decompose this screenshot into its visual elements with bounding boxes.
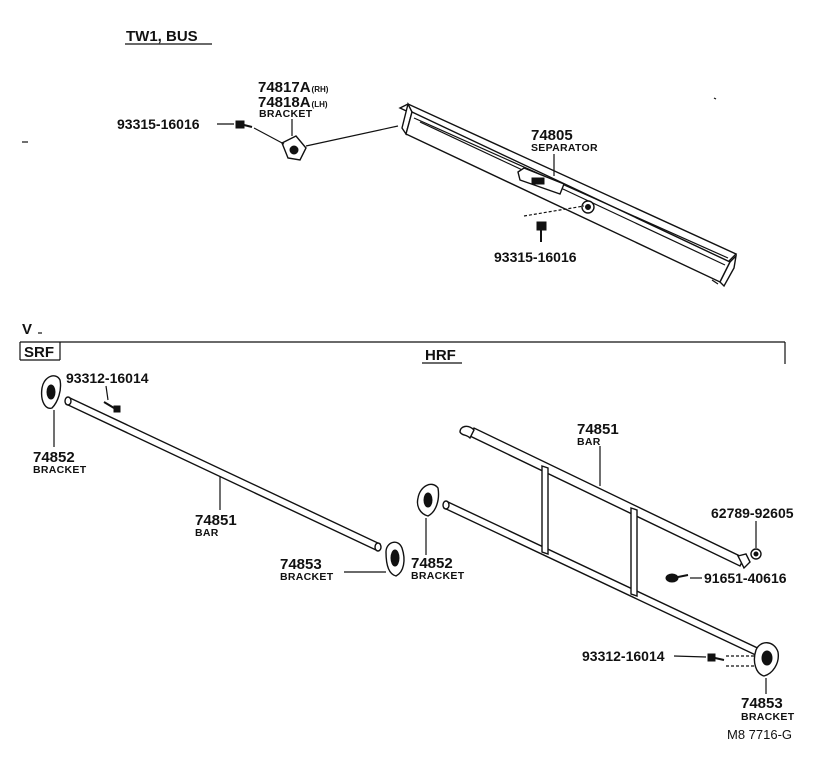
srf-section: SRF 74852 BRACKET 93312-16014 74851 BAR [19,341,405,583]
srf-bar-74851 [64,396,382,552]
bracket-lh-part-number: 74818A(LH) [258,94,328,111]
hrf-bar-rung-2 [630,507,638,597]
srf-bolt-93312-head [113,405,121,413]
hrf-bar-upper-rail-end [736,553,751,570]
stray-mark-top-right [713,97,717,100]
separator-rail-edge [413,117,729,259]
hrf-bracket-74852-number: 74852 [411,555,453,572]
hrf-grommet-91651-head [665,573,679,583]
srf-bracket-74853-hole [390,549,400,567]
hrf-bracket-74852 [416,483,440,517]
hrf-bar-74851 [442,425,768,659]
bolt-93315-left [235,120,253,129]
srf-bolt-93312-shank [103,401,115,409]
hrf-grommet-91651 [665,573,689,583]
separator-clip-slot [531,177,545,185]
separator-name-label: SEPARATOR [531,142,598,154]
hrf-bar-rung-1 [541,465,549,555]
separator-rail-groove [419,121,726,266]
bracket-74817a [281,135,307,161]
separator-rail-tip [711,279,719,285]
hrf-cap-62789 [750,548,762,560]
hrf-grommet-91651-shank [677,574,689,578]
hrf-bracket-74852-hole [423,492,433,508]
srf-label: SRF [24,344,54,361]
bracket-74817a-hole [289,145,299,155]
separator-part-number: 74805 [531,127,573,144]
hrf-label: HRF [425,347,456,364]
bolt-93315-bottom-head [536,221,547,231]
bracket-to-rail-leader [305,125,399,147]
bracket-name-label: BRACKET [259,108,313,120]
bolt-93315-left-label: 93315-16016 [117,116,200,132]
hrf-bar-74851-number: 74851 [577,421,619,438]
srf-bar-74851-end-left [64,396,72,406]
hrf-bracket-74852-name: BRACKET [411,570,465,582]
hrf-bar-upper-rail [469,427,745,567]
srf-bracket-74853 [385,541,405,577]
bolt-bottom-dashed-leader [523,205,585,217]
hrf-bolt-93312-head [707,653,716,662]
hrf-cap-62789-center [753,551,759,557]
hrf-bracket-74853-name: BRACKET [741,711,795,723]
bolt-93315-bottom-label: 93315-16016 [494,249,577,265]
srf-bolt-leader [105,385,109,401]
hrf-bar-lower-rail-end [442,500,450,510]
bolt-93315-left-head [235,120,245,129]
hrf-bracket-74853-number: 74853 [741,695,783,712]
hrf-bolt-leader [673,655,707,658]
srf-bar-74851-end-right [374,542,382,552]
hrf-bar-upper-rail-hook [459,425,475,440]
hrf-bracket-74853 [753,642,779,677]
figure-code: M8 7716-G [727,727,792,742]
separator-rail-end-right [719,253,738,288]
srf-bracket-74852-name: BRACKET [33,464,87,476]
top-section: TW1, BUS 74817A(RH) 74818A(LH) BRACKET [22,28,738,288]
separator-bolt-hole-center [585,204,591,210]
section-title-tw1-bus: TW1, BUS [126,28,198,45]
hrf-bolt-93312 [707,653,725,662]
bolt-left-leader [253,127,285,145]
bolt-93315-left-shank [243,124,253,128]
hrf-bolt-93312-label: 93312-16014 [582,648,665,664]
hrf-cap-62789-label: 62789-92605 [711,505,794,521]
srf-bolt-93312-label: 93312-16014 [66,370,149,386]
srf-bracket-74852 [40,375,62,409]
hrf-bracket-74853-hole [761,650,773,666]
hrf-grommet-91651-label: 91651-40616 [704,570,787,586]
hrf-bolt-93312-shank [714,657,725,661]
separator-rail [398,101,738,288]
srf-bracket-74853-number: 74853 [280,556,322,573]
srf-bracket-74852-number: 74852 [33,449,75,466]
srf-bar-74851-name: BAR [195,527,219,539]
bracket-rh-part-number: 74817A(RH) [258,79,329,96]
srf-bracket-74853-name: BRACKET [280,571,334,583]
v-label: V [22,321,32,338]
bolt-93315-bottom [536,221,547,242]
srf-bolt-93312 [103,401,121,413]
hrf-bar-74851-name: BAR [577,436,601,448]
srf-bar-74851-number: 74851 [195,512,237,529]
srf-bracket-74852-hole [46,384,56,400]
hrf-section: HRF 74852 BRACKET 74851 BAR [60,341,795,723]
